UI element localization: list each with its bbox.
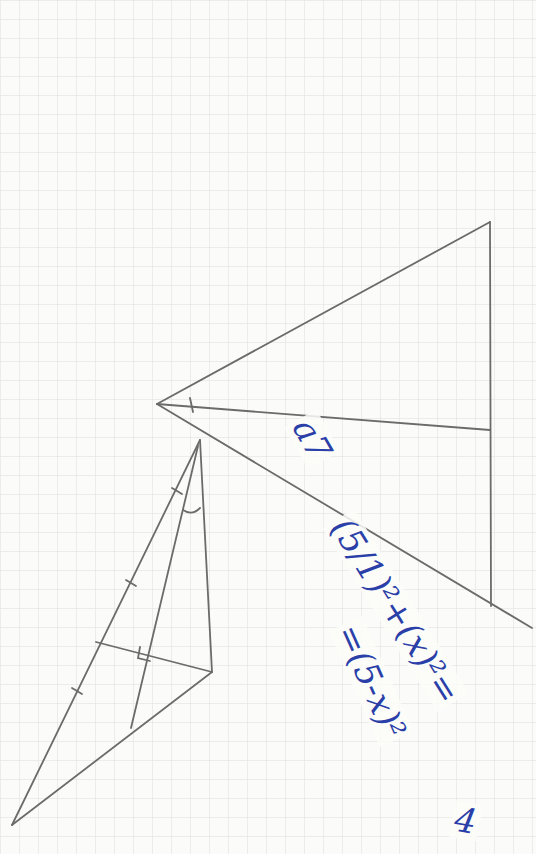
page: a7(5/1)²+(x)²==(5-x)²4 xyxy=(0,0,536,854)
pencil-sketch xyxy=(0,0,536,854)
